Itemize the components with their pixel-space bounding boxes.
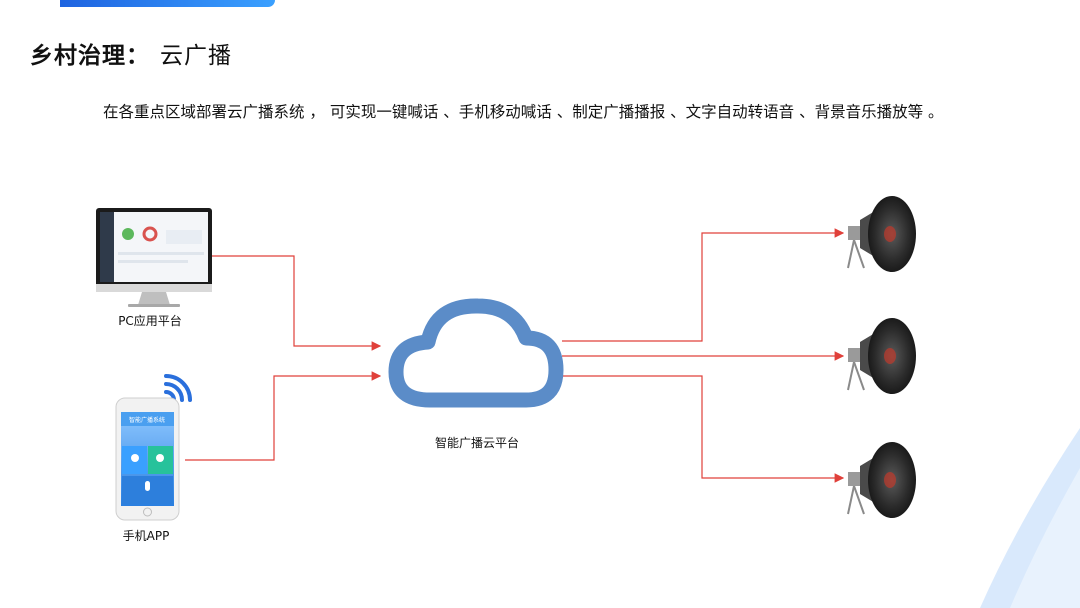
- speaker-horn-icon: [847, 442, 916, 518]
- corner-decoration: [980, 428, 1080, 608]
- cloud-to-speaker-3-line: [562, 375, 845, 483]
- title-main: 乡村治理：: [30, 43, 150, 69]
- cloud-to-speaker-1-line: [562, 228, 845, 342]
- smartphone-icon: 智能广播系统: [115, 397, 180, 521]
- mobile-label: 手机APP: [123, 529, 170, 543]
- connector-lines: [185, 228, 845, 483]
- wifi-icon: [164, 374, 192, 402]
- speaker-horn-icon: [847, 196, 916, 272]
- pc-to-cloud-line: [212, 255, 382, 351]
- cloud-label: 智能广播云平台: [435, 435, 519, 450]
- top-accent-bar: [60, 0, 275, 7]
- phone-to-cloud-line: [185, 371, 382, 461]
- phone-app-title: 智能广播系统: [129, 416, 165, 424]
- desktop-monitor-icon: [96, 208, 212, 307]
- title-subtitle: 云广播: [160, 43, 232, 69]
- description-paragraph: 在各重点区域部署云广播系统 ， 可实现一键喊话 、手机移动喊话 、制定广播播报 …: [103, 103, 944, 121]
- pc-label: PC应用平台: [118, 313, 182, 328]
- speaker-horn-icon: [847, 318, 916, 394]
- page-title: 乡村治理： 云广播: [30, 36, 232, 70]
- cloud-icon: [388, 298, 564, 408]
